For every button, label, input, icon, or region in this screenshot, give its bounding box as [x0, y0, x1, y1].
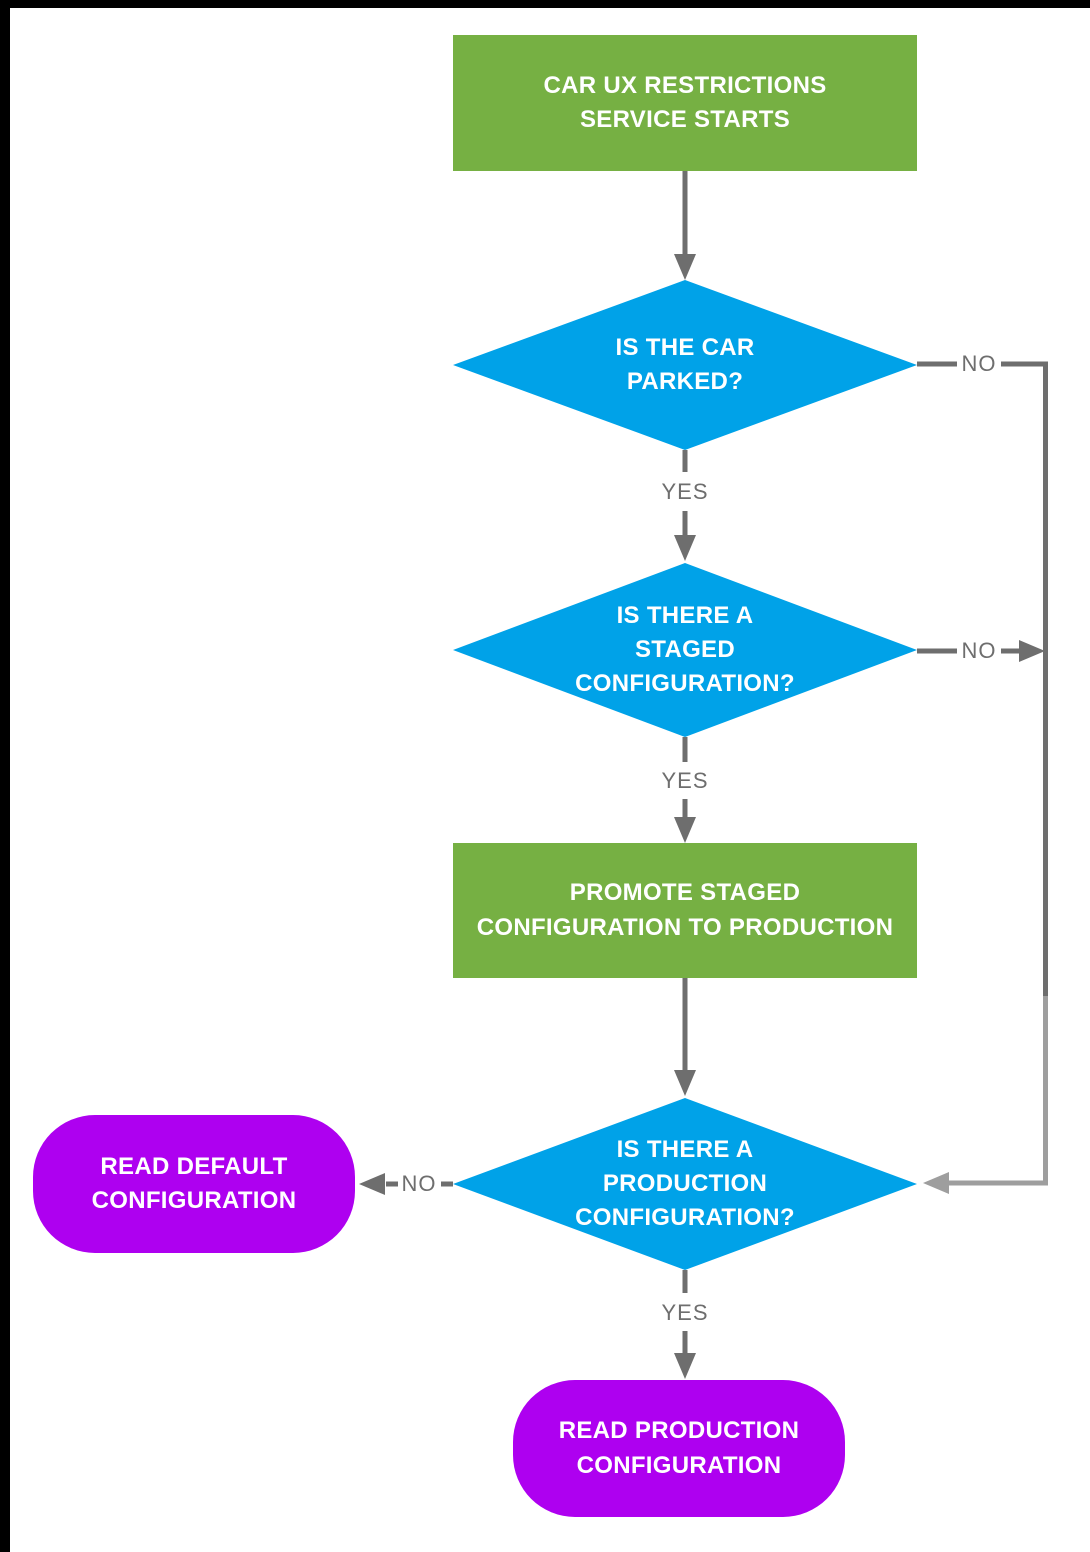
- arrow-down-icon: [674, 1070, 696, 1096]
- node-label-line: CONFIGURATION?: [575, 1204, 795, 1232]
- node-label-line: PARKED?: [626, 368, 744, 395]
- node-label-line: CONFIGURATION?: [575, 670, 795, 698]
- edge-label-production-yes: YES: [661, 1300, 709, 1325]
- edge-label-production-no: NO: [401, 1171, 437, 1196]
- arrow-down-icon: [674, 535, 696, 561]
- arrow-down-icon: [674, 817, 696, 843]
- arrow-left-icon: [359, 1173, 385, 1195]
- arrow-down-icon: [674, 254, 696, 280]
- edge-parked-no-rail: [1001, 361, 1048, 1000]
- arrow-right-icon: [1019, 640, 1045, 662]
- page-border-top: [0, 0, 1090, 8]
- node-label-line: PRODUCTION: [602, 1169, 768, 1197]
- node-label-line: IS THERE A: [616, 1135, 754, 1163]
- node-label-line: CONFIGURATION: [576, 1451, 782, 1479]
- node-label-line: STAGED: [634, 635, 735, 663]
- edge-label-parked-no: NO: [961, 351, 997, 376]
- arrow-down-icon: [674, 1353, 696, 1379]
- arrow-left-icon: [923, 1172, 949, 1194]
- edge-label-staged-yes: YES: [661, 768, 709, 793]
- node-label-line: CONFIGURATION: [91, 1187, 297, 1214]
- node-read-production-configuration: READ PRODUCTION CONFIGURATION: [513, 1380, 845, 1517]
- node-promote-staged-configuration: PROMOTE STAGED CONFIGURATION TO PRODUCTI…: [453, 843, 917, 978]
- edge-rail-to-production: [949, 996, 1048, 1186]
- node-read-default-configuration: READ DEFAULT CONFIGURATION: [33, 1115, 355, 1253]
- node-label-line: CAR UX RESTRICTIONS: [543, 71, 827, 99]
- edge-label-parked-yes: YES: [661, 479, 709, 504]
- page-border-left: [0, 0, 10, 1552]
- node-label-line: READ DEFAULT: [100, 1152, 288, 1180]
- node-label-line: IS THE CAR: [615, 333, 755, 361]
- node-label-line: IS THERE A: [616, 601, 754, 629]
- node-label-line: CONFIGURATION TO PRODUCTION: [476, 913, 894, 941]
- node-start-process: CAR UX RESTRICTIONS SERVICE STARTS: [453, 35, 917, 171]
- node-label-line: SERVICE STARTS: [579, 106, 791, 133]
- node-label-line: READ PRODUCTION: [558, 1417, 800, 1445]
- edge-label-staged-no: NO: [961, 638, 997, 663]
- node-label-line: PROMOTE STAGED: [569, 879, 801, 907]
